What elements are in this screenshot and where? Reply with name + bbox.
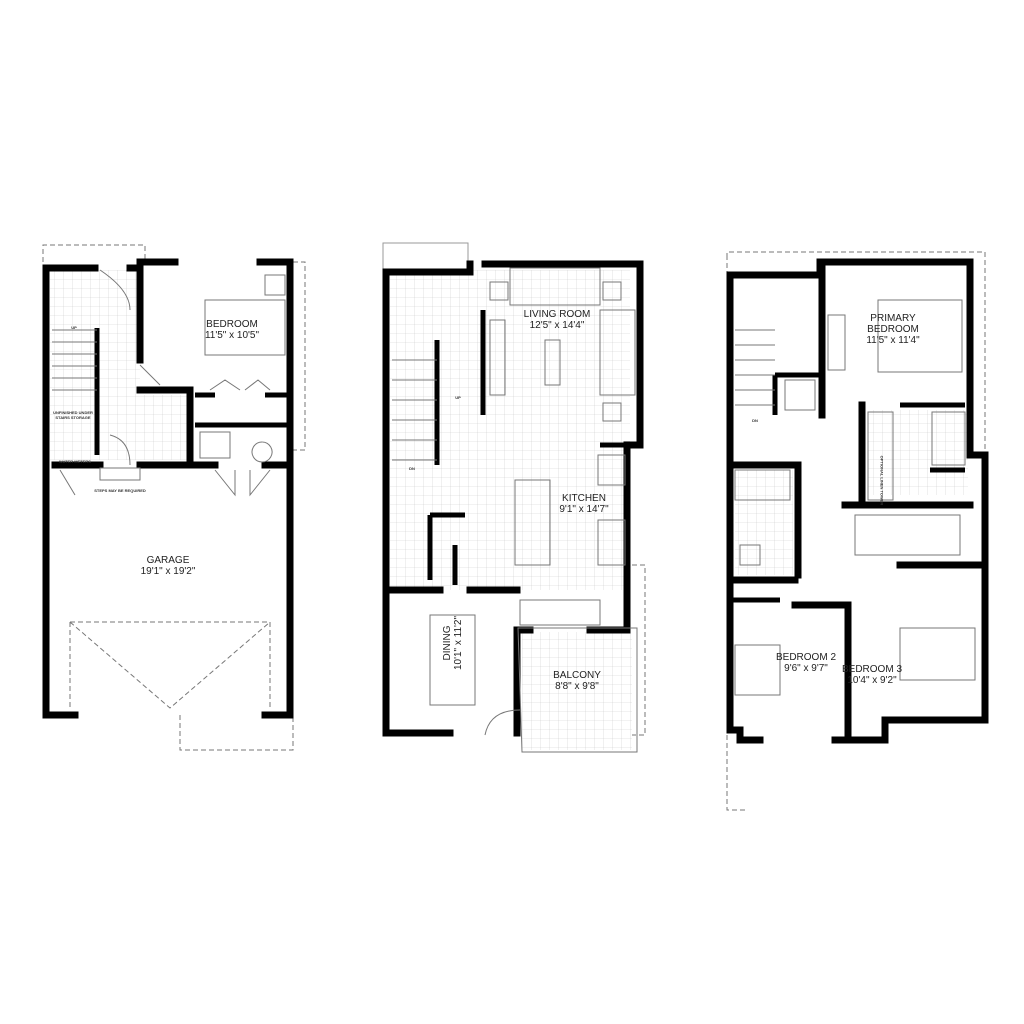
stair-down-label: DN: [752, 418, 758, 423]
room-label-kitchen: KITCHEN 9'1" x 14'7": [559, 493, 608, 515]
room-size: 11'5" x 11'4": [866, 335, 920, 346]
room-size: 8'8" x 9'8": [555, 681, 599, 692]
room-label-garage: GARAGE 19'1" x 19'2": [141, 555, 196, 577]
room-size: 9'6" x 9'7": [784, 663, 828, 674]
room-size: 19'1" x 19'2": [140, 566, 196, 577]
room-name: GARAGE: [146, 555, 190, 566]
steps-note: STEPS MAY BE REQUIRED: [94, 488, 146, 493]
room-label-balcony: BALCONY 8'8" x 9'8": [553, 670, 601, 692]
lower-floor-plan: [42, 244, 306, 751]
room-name: BEDROOM 2: [775, 652, 837, 663]
room-name: BALCONY: [553, 670, 601, 681]
room-size: 11'5" x 10'5": [204, 330, 260, 341]
room-size: 10'1" x 11'2": [453, 615, 464, 671]
room-label-bedroom: BEDROOM 11'5" x 10'5": [205, 319, 259, 341]
room-size: 10'4" x 9'2": [847, 675, 897, 686]
room-name: LIVING ROOM: [523, 309, 591, 320]
room-label-bedroom-2: BEDROOM 2 9'6" x 9'7": [776, 652, 836, 674]
room-name: BEDROOM 3: [841, 664, 903, 675]
stair-up-label: UP: [455, 395, 461, 400]
stair-down-label: DN: [409, 466, 415, 471]
stair-up-label: UP: [71, 325, 77, 330]
storage-label: UNFINISHED UNDER STAIRS STORAGE: [53, 410, 93, 420]
room-name: PRIMARY BEDROOM: [867, 313, 919, 335]
water-meters-label: WATER METERS: [59, 459, 91, 464]
room-name: DINING: [442, 625, 453, 661]
room-label-living-room: LIVING ROOM 12'5" x 14'4": [524, 309, 591, 331]
room-name: BEDROOM: [206, 319, 258, 330]
linen-tower-label: OPTIONAL LINEN TOWER: [879, 455, 885, 506]
room-name: KITCHEN: [562, 493, 606, 504]
main-floor-plan: [382, 242, 646, 753]
room-size: 12'5" x 14'4": [529, 320, 585, 331]
room-label-dining: DINING 10'1" x 11'2": [442, 616, 464, 670]
room-label-bedroom-3: BEDROOM 3 10'4" x 9'2": [842, 664, 902, 686]
upper-floor-plan: [726, 251, 989, 811]
room-label-primary-bedroom: PRIMARY BEDROOM 11'5" x 11'4": [858, 313, 928, 346]
room-size: 9'1" x 14'7": [559, 504, 609, 515]
